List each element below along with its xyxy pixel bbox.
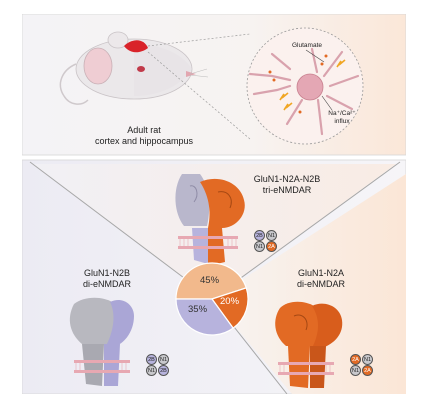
n2a-receptor-structure: [275, 301, 343, 388]
n2b-chip-n1-bottom: N1: [146, 365, 157, 376]
glutamate-label: Glutamate: [292, 42, 322, 49]
n2a-receptor-label: GluN1-N2A di-eNMDAR: [286, 268, 356, 289]
n2a-label-line1: GluN1-N2A: [297, 268, 344, 278]
divider-left: [29, 161, 213, 300]
rat-illustration: [59, 31, 251, 140]
rat-caption-line2: cortex and hippocampus: [94, 135, 194, 146]
n2b-membrane: [74, 360, 130, 373]
n2b-receptor-structure: [69, 297, 134, 386]
n2a-chip-n1-bottom: N1: [350, 365, 361, 376]
influx-label-line2: influx: [334, 117, 350, 125]
pie-slice-20: [211, 287, 249, 329]
n2b-chip-n1-top: N1: [158, 354, 169, 365]
tri-label-line2: tri-eNMDAR: [262, 184, 312, 195]
figure-frame: Adult rat cortex and hippocampus Glutama…: [22, 14, 406, 394]
influx-label: Na⁺/Ca²⁺ influx: [322, 110, 362, 125]
n2b-chip-2b-bottom: 2B: [158, 365, 169, 376]
figure-background: [22, 14, 406, 394]
n2a-label-line2: di-eNMDAR: [296, 278, 345, 289]
n2b-label-line2: di-eNMDAR: [82, 278, 131, 289]
pie-label-20: 20%: [220, 296, 240, 307]
influx-label-line1: Na⁺/Ca²⁺: [328, 110, 356, 117]
n2b-receptor-label: GluN1-N2B di-eNMDAR: [72, 268, 142, 289]
rat-caption-line1: Adult rat: [127, 125, 161, 135]
pie-chart: [175, 262, 249, 336]
tri-chip-2b: 2B: [254, 230, 265, 241]
tri-receptor-structure: [175, 174, 245, 266]
n2a-chip-2a-top: 2A: [350, 354, 361, 365]
neuron-illustration: [246, 27, 364, 145]
right-region: [212, 174, 406, 394]
n2b-label-line1: GluN1-N2B: [83, 268, 130, 278]
n2b-chip-2b-top: 2B: [146, 354, 157, 365]
tri-chip-n1-bottom: N1: [254, 241, 265, 252]
pie-slice-45: [175, 262, 247, 300]
n2a-membrane: [278, 362, 334, 375]
pie-label-45: 45%: [200, 275, 220, 286]
rat-caption: Adult rat cortex and hippocampus: [74, 125, 214, 146]
tri-chip-n1-top: N1: [266, 230, 277, 241]
pie-slice-35: [175, 298, 234, 336]
n2a-chip-n1-top: N1: [362, 354, 373, 365]
n2a-chip-2a-bottom: 2A: [362, 365, 373, 376]
tri-membrane: [178, 236, 238, 249]
tri-label-line1: GluN1-N2A-N2B: [253, 174, 321, 184]
tri-chip-2a: 2A: [266, 241, 277, 252]
pie-label-35: 35%: [188, 304, 208, 315]
divider-right: [211, 161, 401, 300]
tri-receptor-label: GluN1-N2A-N2B tri-eNMDAR: [244, 174, 330, 195]
